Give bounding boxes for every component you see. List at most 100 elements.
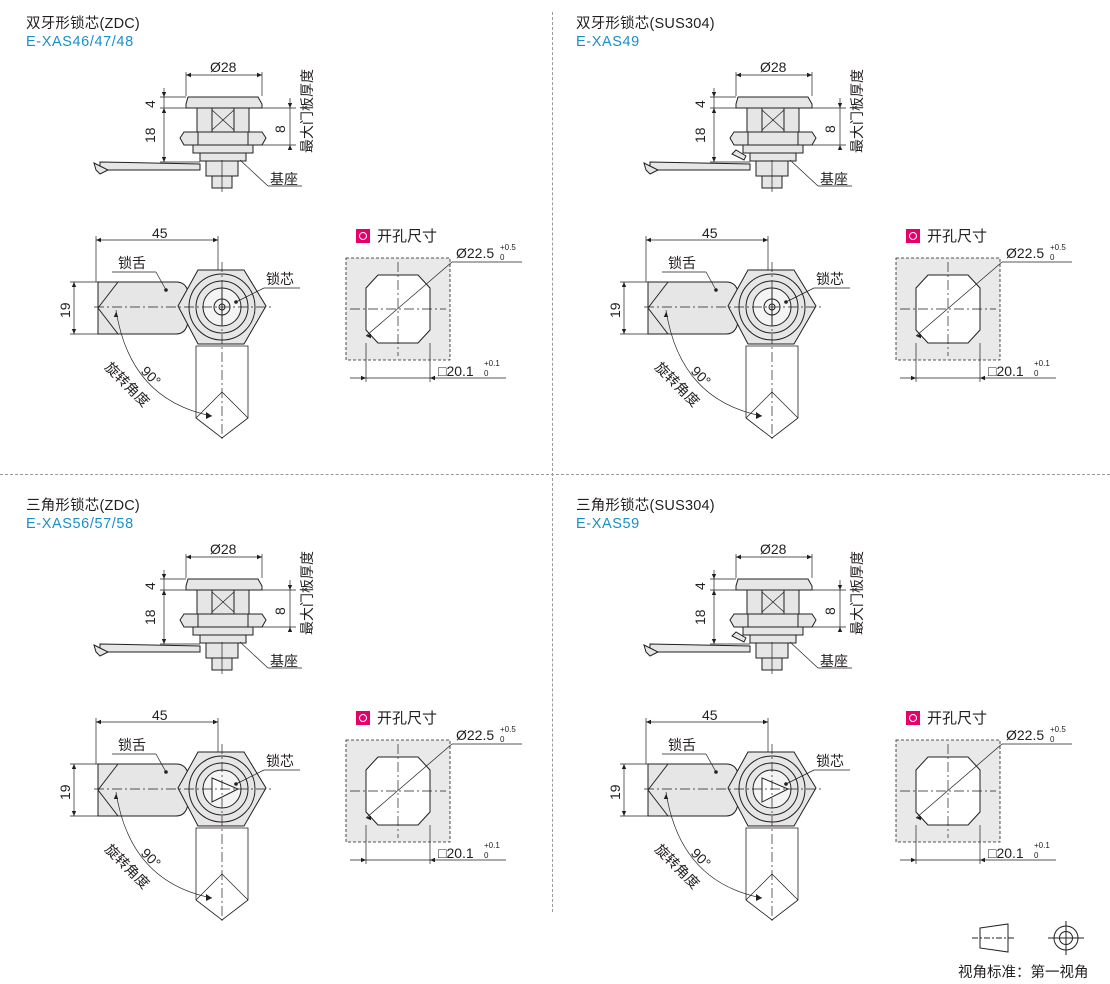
cutout-title-text: 开孔尺寸	[377, 228, 438, 245]
base-label: 基座	[270, 653, 298, 669]
cutout-marker-icon	[906, 228, 920, 243]
hole-diameter-label: Ø22.5	[1006, 727, 1044, 743]
tongue-label: 锁舌	[668, 737, 696, 753]
dim-45-label: 45	[702, 225, 718, 241]
lock-tongue-side	[99, 161, 201, 174]
hole-width-tolerance-upper: +0.1	[1034, 841, 1050, 850]
base-label: 基座	[820, 171, 848, 187]
dim-19-label: 19	[57, 302, 73, 318]
core-label: 锁芯	[816, 271, 844, 287]
part-code: E-XAS56/57/58	[26, 516, 134, 532]
triangle-core-icon	[761, 777, 790, 803]
part-code: E-XAS46/47/48	[26, 34, 134, 50]
cutout-title: 开孔尺寸	[356, 225, 437, 246]
cutout-title: 开孔尺寸	[906, 707, 987, 728]
quadrant-title: 双牙形锁芯(SUS304)	[576, 16, 715, 32]
cutout-title-text: 开孔尺寸	[927, 710, 988, 727]
dim-18-label: 18	[692, 609, 708, 625]
hole-diameter-tolerance-upper: +0.5	[1050, 725, 1066, 734]
cutout-marker-icon	[356, 710, 370, 725]
view-standard-label: 视角标准：第一视角	[958, 965, 1089, 981]
hole-width-label: □20.1	[988, 845, 1024, 861]
dim-4-label: 4	[142, 582, 158, 590]
lock-tongue-side	[99, 643, 201, 656]
quadrant-title: 双牙形锁芯(ZDC)	[26, 16, 140, 32]
rotation-arc	[115, 309, 213, 417]
rotation-arc	[665, 791, 763, 899]
dim-8-label: 8	[272, 607, 288, 615]
dim-18-label: 18	[692, 127, 708, 143]
max-panel-thickness-label: 最大门板厚度	[849, 69, 865, 153]
first-angle-projection-icon	[972, 921, 1084, 955]
hole-diameter-label: Ø22.5	[456, 727, 494, 743]
head-diameter-label: Ø28	[210, 541, 237, 557]
tongue-label: 锁舌	[118, 737, 146, 753]
hole-width-tolerance-upper: +0.1	[484, 841, 500, 850]
cutout-title-text: 开孔尺寸	[377, 710, 438, 727]
core-label: 锁芯	[266, 271, 294, 287]
cutout-hole	[365, 756, 431, 826]
vertical-divider	[552, 12, 553, 912]
spring-clip	[731, 149, 747, 161]
cutout-marker-icon	[356, 228, 370, 243]
hole-diameter-tolerance-lower: 0	[500, 253, 505, 262]
lock-head	[185, 578, 263, 591]
hole-diameter-label: Ø22.5	[456, 245, 494, 261]
hole-width-tolerance-lower: 0	[484, 851, 489, 860]
core-label: 锁芯	[816, 753, 844, 769]
quadrant-title: 三角形锁芯(ZDC)	[26, 498, 140, 514]
head-diameter-label: Ø28	[760, 59, 787, 75]
cutout-title: 开孔尺寸	[356, 707, 437, 728]
tongue-label: 锁舌	[668, 255, 696, 271]
lock-tongue-side	[649, 643, 751, 656]
base-washer	[192, 626, 254, 636]
max-panel-thickness-label: 最大门板厚度	[849, 551, 865, 635]
lock-head	[735, 578, 813, 591]
base-washer	[192, 144, 254, 154]
hole-width-tolerance-lower: 0	[484, 369, 489, 378]
dim-4-label: 4	[692, 582, 708, 590]
cutout-view: Ø22.5+0.50□20.1+0.10	[345, 243, 522, 382]
part-code: E-XAS49	[576, 34, 640, 50]
hole-diameter-tolerance-upper: +0.5	[1050, 243, 1066, 252]
hole-diameter-label: Ø22.5	[1006, 245, 1044, 261]
hole-width-tolerance-lower: 0	[1034, 369, 1039, 378]
dim-18-label: 18	[142, 609, 158, 625]
core-label: 锁芯	[266, 753, 294, 769]
hole-width-tolerance-upper: +0.1	[484, 359, 500, 368]
hole-diameter-tolerance-lower: 0	[1050, 735, 1055, 744]
hole-diameter-tolerance-upper: +0.5	[500, 243, 516, 252]
dim-8-label: 8	[822, 607, 838, 615]
hole-width-tolerance-upper: +0.1	[1034, 359, 1050, 368]
rotation-arc	[115, 791, 213, 899]
angle-label: 90°	[138, 845, 164, 871]
max-panel-thickness-label: 最大门板厚度	[299, 551, 315, 635]
hex-nut	[729, 131, 817, 146]
spring-clip	[731, 631, 747, 643]
cutout-hole	[915, 274, 981, 344]
rotation-arc	[665, 309, 763, 417]
angle-label: 90°	[688, 363, 714, 389]
base-washer	[742, 626, 804, 636]
tongue-label: 锁舌	[118, 255, 146, 271]
cutout-marker-icon	[906, 710, 920, 725]
cutout-title-text: 开孔尺寸	[927, 228, 988, 245]
head-diameter-label: Ø28	[210, 59, 237, 75]
dim-45-label: 45	[152, 707, 168, 723]
dim-19-label: 19	[607, 302, 623, 318]
view-standard: 视角标准：第一视角	[958, 920, 1108, 981]
hex-nut	[729, 613, 817, 628]
